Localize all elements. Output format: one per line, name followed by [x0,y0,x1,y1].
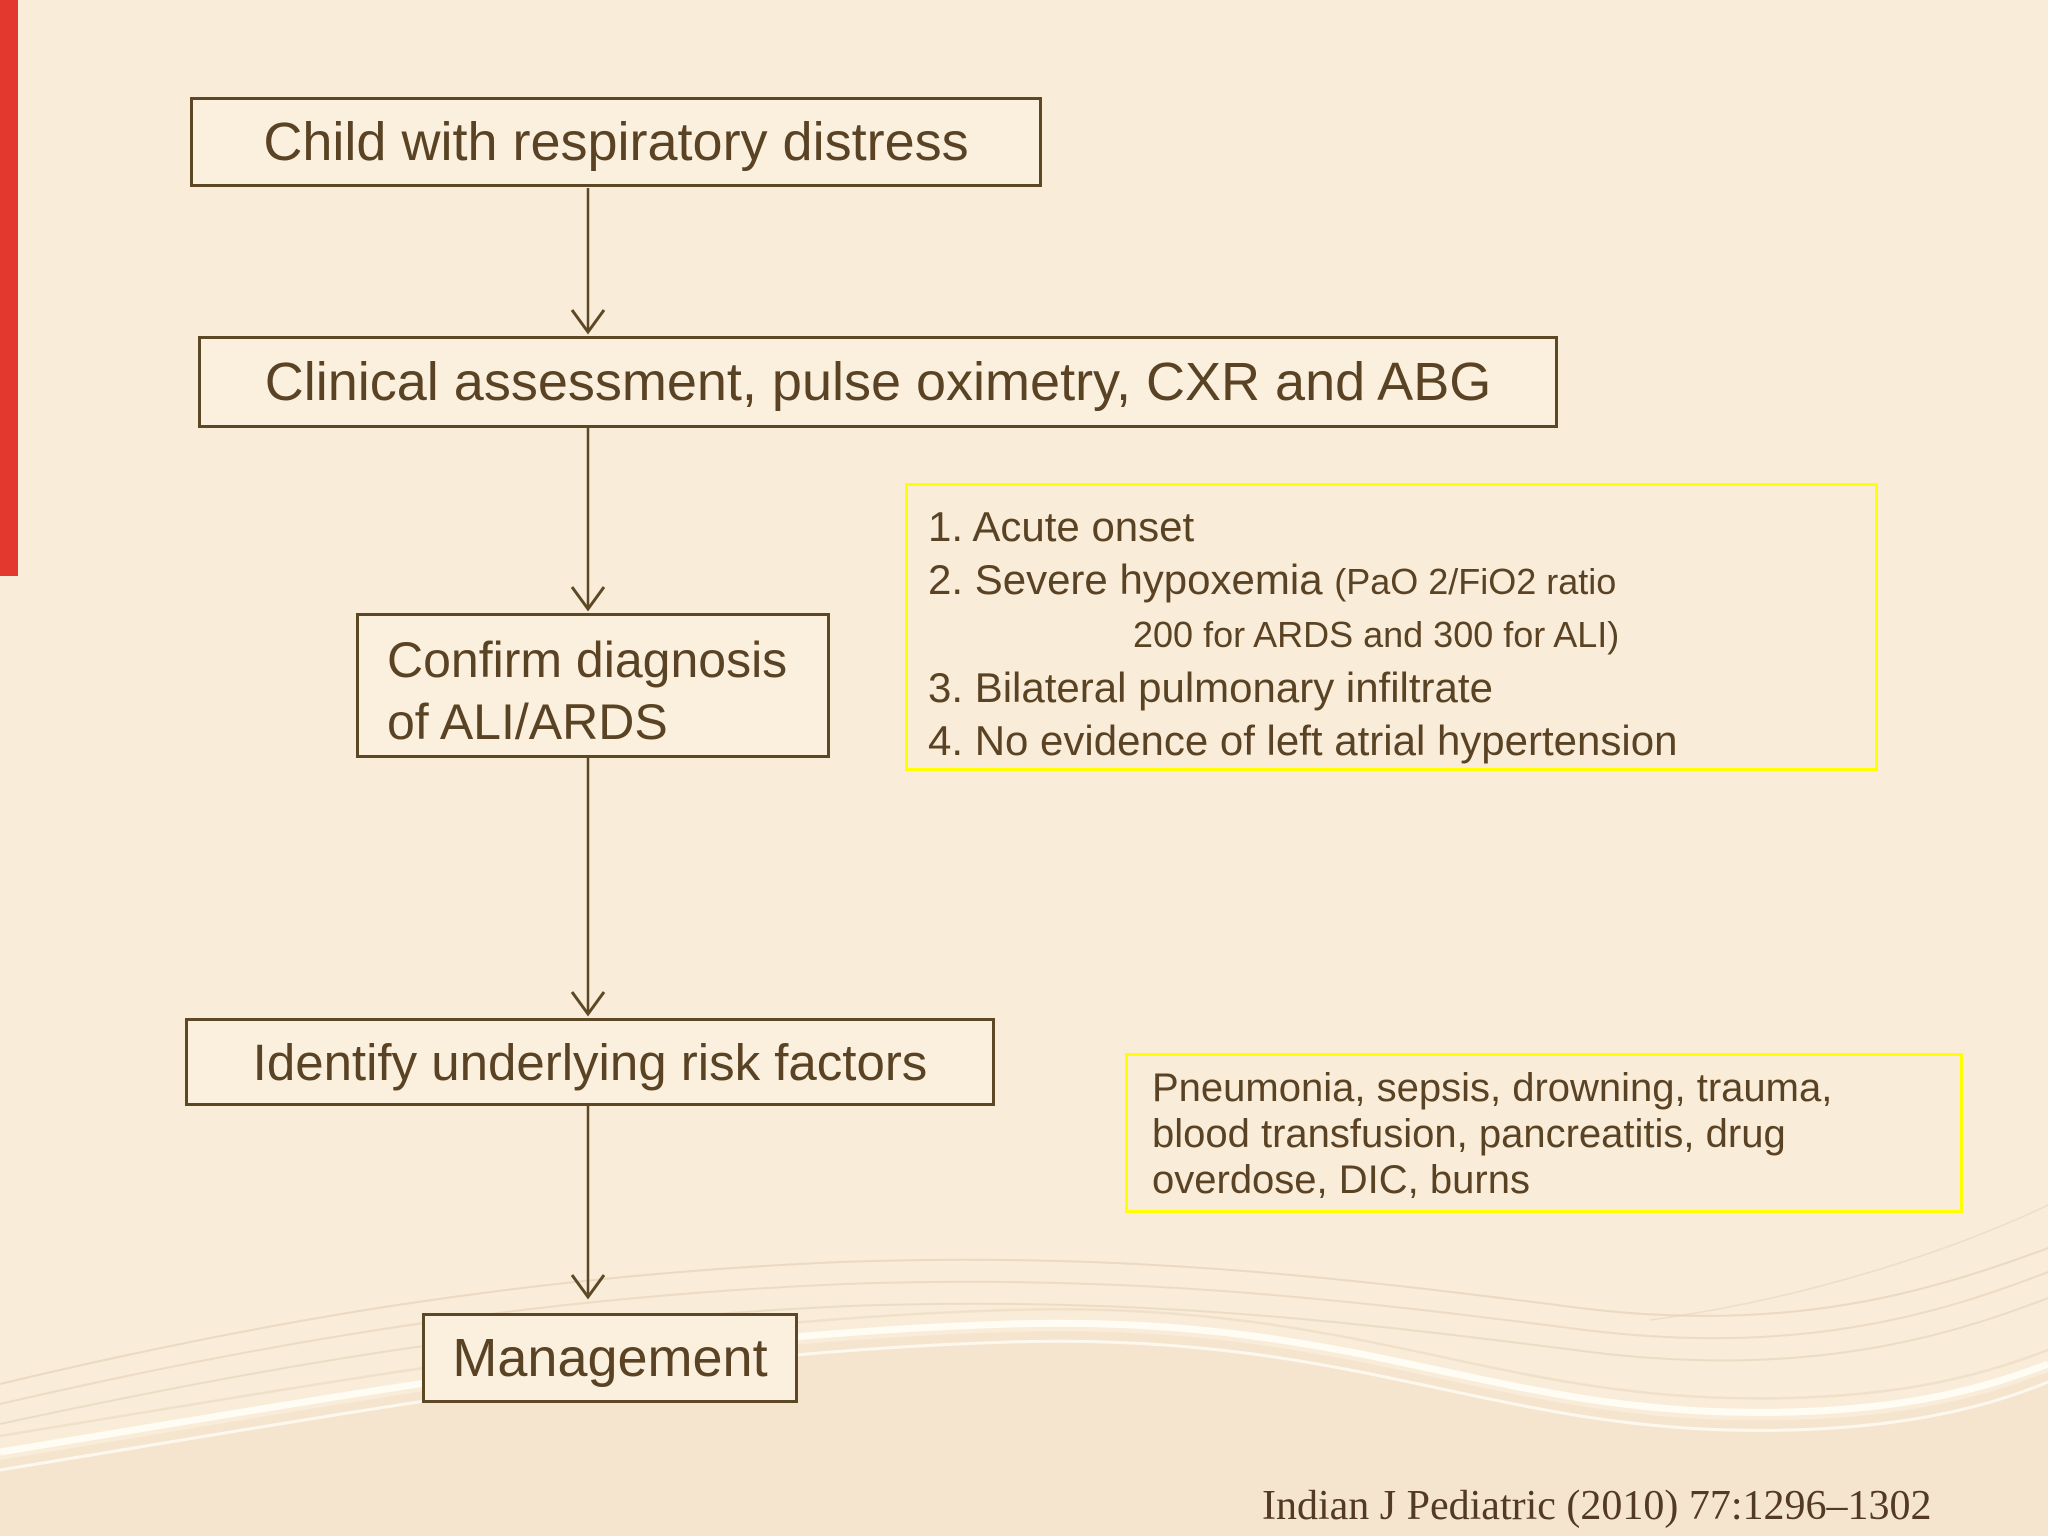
risk-factors-line2: blood transfusion, pancreatitis, drug [1152,1112,1786,1156]
arrow-head [570,309,606,335]
flow-node-label: Identify underlying risk factors [252,1033,928,1091]
wave-hairline [1649,1204,2048,1321]
journal-citation: Indian J Pediatric (2010) 77:1296–1302 [1262,1483,1932,1529]
risk-factors-callout: Pneumonia, sepsis, drowning, trauma, blo… [1125,1053,1963,1213]
arrow-head [570,1274,606,1300]
flow-node-label-line2: of ALI/ARDS [387,694,668,750]
risk-factors-line3: overdose, DIC, burns [1152,1158,1530,1202]
criteria-item-2-main: 2. Severe hypoxemia [928,556,1335,603]
wave-hairline [0,1247,2048,1385]
flow-node-label: Clinical assessment, pulse oximetry, CXR… [264,352,1492,412]
wave-hairline [0,1271,2048,1405]
arrow-head [570,586,606,612]
flow-node-confirm-diagnosis: Confirm diagnosis of ALI/ARDS [356,613,830,758]
diagnostic-criteria-callout: 1. Acute onset 2. Severe hypoxemia (PaO … [905,483,1878,771]
criteria-item-2-continued: 200 for ARDS and 300 for ALI) [1133,614,1620,655]
criteria-item-1: 1. Acute onset [928,503,1195,550]
flow-node-label: Child with respiratory distress [263,112,969,172]
flow-node-label-line1: Confirm diagnosis [387,632,788,688]
criteria-item-2: 2. Severe hypoxemia (PaO 2/FiO2 ratio [928,553,1875,608]
wave-hairline [0,1297,2048,1425]
flow-node-label: Management [452,1328,768,1388]
criteria-item-2-paren: (PaO 2/FiO2 ratio [1334,561,1617,602]
flow-node-identify-risk-factors: Identify underlying risk factors [185,1018,995,1106]
arrow-head [570,991,606,1017]
risk-factors-line1: Pneumonia, sepsis, drowning, trauma, [1152,1066,1833,1110]
flow-node-management: Management [422,1313,798,1403]
flow-node-child-respiratory-distress: Child with respiratory distress [190,97,1042,187]
red-accent-bar [0,0,18,576]
criteria-item-4: 4. No evidence of left atrial hypertensi… [928,717,1678,764]
flow-node-clinical-assessment: Clinical assessment, pulse oximetry, CXR… [198,336,1558,428]
criteria-item-3: 3. Bilateral pulmonary infiltrate [928,664,1493,711]
